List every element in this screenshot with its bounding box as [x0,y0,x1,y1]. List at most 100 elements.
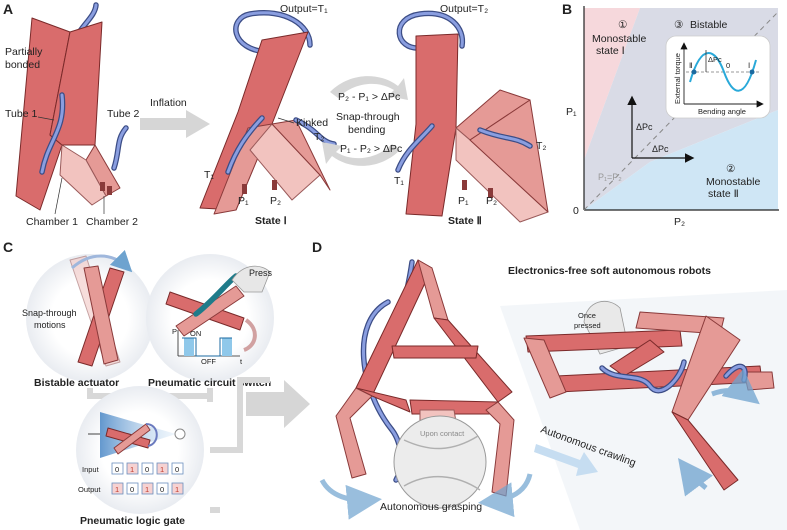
label-autonomous-grasping: Autonomous grasping [380,501,482,513]
label-p2-state-1: P₂ [270,195,281,207]
grasping-robot [335,259,515,497]
gripper-left-finger [335,387,373,479]
bistable-actuator-illustration [69,249,133,367]
output-bit: 1 [115,485,119,494]
grasp-arrow-right [478,473,533,518]
input-bit: 0 [115,465,119,474]
axis-origin: 0 [573,205,579,217]
arrow-to-panel-d [246,380,310,428]
label-p1-state-1: P₁ [238,195,249,207]
label-bending: bending [348,124,386,136]
logic-gate-halo [76,386,204,514]
panel-a: A Partially bonded Tube 1 Tube 2 Chamber… [3,1,549,228]
label-on: ON [190,329,201,338]
label-t1-state-2: T₁ [394,175,404,187]
actuator-initial [15,2,129,211]
output-bit: 0 [160,485,164,494]
label-p-axis: P [172,327,177,336]
input-cell [126,462,139,475]
label-upon-contact: Upon contact [420,429,465,438]
input-bit: 1 [160,465,164,474]
label-t-axis: t [240,357,243,366]
inset-torque-curve [689,52,757,92]
input-bit: 0 [145,465,149,474]
port [100,182,105,191]
panel-d-title: Electronics-free soft autonomous robots [508,265,711,277]
label-t2-state-2: T₂ [536,140,547,152]
region-1-label-b: state Ⅰ [596,45,625,57]
label-state-2: State Ⅱ [448,215,482,227]
crawling-robot [523,300,775,491]
tennis-ball [393,415,487,509]
label-condition-bottom: P₁ - P₂ > ΔPᴄ [340,143,402,155]
snap-arrow-forward [330,76,408,100]
logic-gate-illustration [88,412,186,458]
input-cell [141,462,154,475]
pneumatic-switch-illustration [165,265,271,357]
state-2-lower-chamber [455,127,549,223]
input-cell [171,462,184,475]
actuator-state-2 [395,10,549,223]
region-2-label-b: state Ⅱ [708,188,739,200]
label-state-1: State Ⅰ [255,215,287,227]
input-cell [156,462,169,475]
panel-label-a: A [3,1,13,17]
output-cell [126,482,139,495]
panel-label-d: D [312,239,322,255]
label-snap-through-motions-a: Snap-through [22,308,77,318]
label-once: Once [578,311,596,320]
region-3-label: Bistable [690,19,728,31]
label-bonded: bonded [5,59,40,71]
gripper-right-finger [485,401,515,497]
label-snap-through-motions-b: motions [34,320,66,330]
finger-press-icon [231,265,271,293]
output-cell [156,482,169,495]
label-delta-pc-horizontal: ΔPᴄ [652,144,669,154]
input-bit: 0 [175,465,179,474]
grasp-arrow-left [319,478,382,520]
label-press: Press [249,268,273,278]
output-cell [111,482,124,495]
output-cell [141,482,154,495]
crawl-arrow-lower [677,458,714,497]
output-bit: 1 [145,485,149,494]
label-partially: Partially [5,46,43,58]
label-bistable-actuator: Bistable actuator [34,377,119,389]
region-1-number: ① [618,19,628,31]
chamber-2-face [59,144,107,206]
label-t1-state-1: T₁ [204,169,214,181]
inset-state-i: Ⅰ [748,61,750,70]
label-t2-state-1: T₂ [314,131,325,143]
on-pulse-2 [222,338,232,356]
label-kinked: Kinked [296,117,328,129]
output-cell [171,482,184,495]
inflation-arrow [140,110,210,138]
label-output-2: Output=T₂ [440,3,488,15]
inset-state-ii: Ⅱ [689,61,693,70]
gripper-right-arm [433,317,513,403]
inset-zero: 0 [726,61,730,70]
inset-xlabel: Bending angle [698,107,746,116]
label-chamber-2: Chamber 2 [86,216,138,228]
output-bit: 1 [175,485,179,494]
region-3-number: ③ [674,19,684,31]
region-monostable-2 [584,110,778,210]
label-delta-pc-vertical: ΔPᴄ [636,122,653,132]
inset-ylabel: External torque [673,53,682,104]
region-2-label-a: Monostable [706,176,760,188]
label-p2-state-2: P₂ [486,195,497,207]
label-snap-through: Snap-through [336,111,400,123]
input-bit: 1 [130,465,134,474]
truth-table-output-label: Output [78,485,101,494]
panel-b: B ΔPᴄ ΔPᴄ P₁=P₂ ① Monostable state Ⅰ ③ B… [562,1,779,228]
snap-arrow-backward [322,142,400,166]
axis-label-p1: P₁ [566,106,577,118]
panel-d: D Electronics-free soft autonomous robot… [312,239,787,530]
crawl-arrow-upper [711,368,760,405]
label-condition-top: P₂ - P₁ > ΔPᴄ [338,91,400,103]
truth-table-input-label: Input [82,465,100,474]
label-pneumatic-logic-gate: Pneumatic logic gate [80,515,185,527]
label-inflation: Inflation [150,97,187,109]
input-cell [111,462,124,475]
